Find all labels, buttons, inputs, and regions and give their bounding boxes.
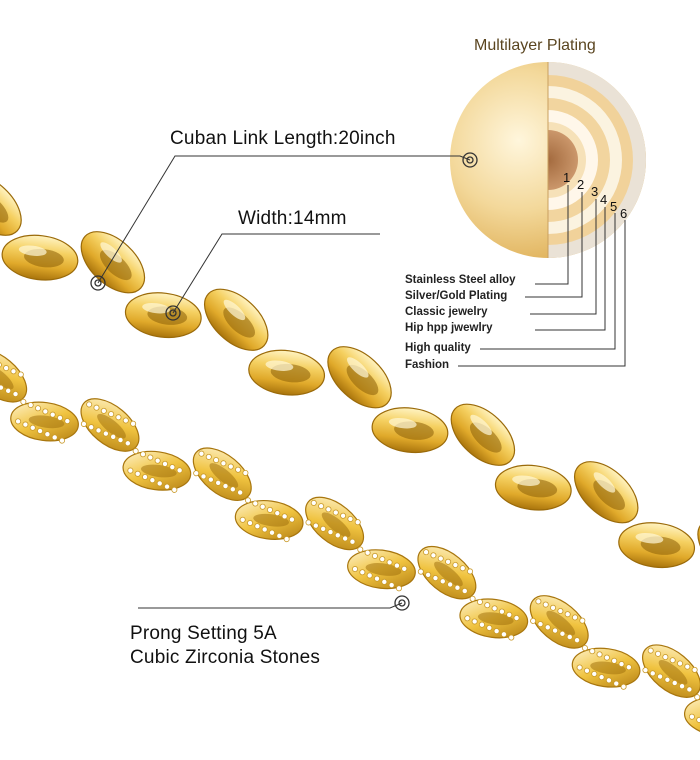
chain-link <box>574 461 639 524</box>
iced-chain-link <box>192 447 252 501</box>
chain-link <box>327 346 392 409</box>
callout-lines <box>97 155 626 609</box>
layer-label-2: Silver/Gold Plating <box>405 290 508 302</box>
chain-link <box>124 292 202 339</box>
layer-number-5: 5 <box>610 199 618 214</box>
length-callout: Cuban Link Length:20inch <box>170 128 396 149</box>
iced-chain-link <box>0 348 28 403</box>
chain-link <box>450 403 516 466</box>
chain-link <box>204 288 269 351</box>
chain-link <box>80 231 146 294</box>
layer-number-2: 2 <box>577 177 585 192</box>
callout-markers <box>90 152 478 611</box>
iced-chain-link <box>234 497 304 543</box>
iced-chain-link <box>459 595 529 641</box>
layer-number-3: 3 <box>591 184 599 199</box>
layer-label-4: Hip hpp jwewlry <box>405 322 493 334</box>
chain-link <box>494 464 572 511</box>
layer-label-6: Fashion <box>405 359 450 371</box>
iced-chain-link <box>80 398 140 452</box>
gold-cuban-chain <box>0 173 700 581</box>
iced-chain-link <box>642 644 700 698</box>
stones-callout-line2: Cubic Zirconia Stones <box>130 647 321 668</box>
chain-link <box>618 522 696 569</box>
iced-chain-link <box>122 448 192 493</box>
iced-chain-link <box>305 496 365 551</box>
chain-link <box>248 349 326 396</box>
layer-label-5: High quality <box>405 342 471 354</box>
layer-number-6: 6 <box>620 206 628 221</box>
plating-title: Multilayer Plating <box>474 37 596 54</box>
plating-disc <box>450 62 646 258</box>
chain-link <box>1 234 79 281</box>
iced-cuban-chain <box>0 348 700 737</box>
chain-link <box>371 407 449 454</box>
layer-number-1: 1 <box>563 170 571 185</box>
iced-chain-link <box>571 644 641 690</box>
layer-label-3: Classic jewelry <box>405 306 488 318</box>
iced-chain-link <box>529 595 589 649</box>
stones-callout-line1: Prong Setting 5A <box>130 623 277 644</box>
layer-number-4: 4 <box>600 192 608 207</box>
iced-chain-link <box>10 398 79 444</box>
iced-chain-link <box>347 546 416 592</box>
layer-label-1: Stainless Steel alloy <box>405 274 516 286</box>
width-callout: Width:14mm <box>238 208 347 229</box>
chain-link <box>0 173 22 236</box>
iced-chain-link <box>417 545 477 600</box>
